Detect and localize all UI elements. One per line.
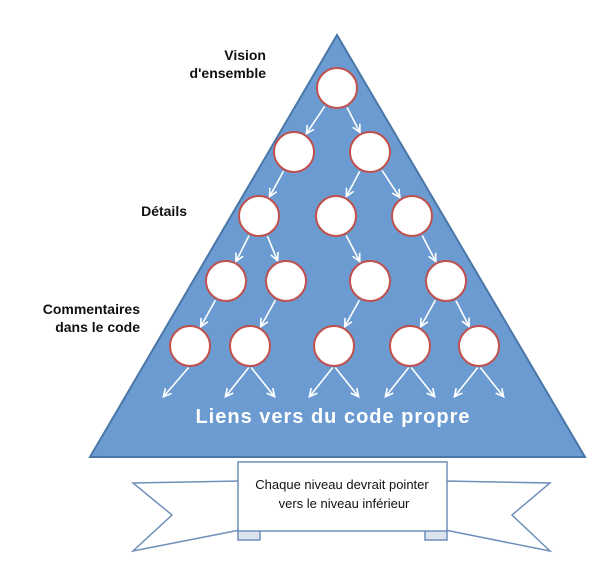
tree-node-1 xyxy=(273,131,315,173)
banner-ribbon xyxy=(130,461,553,553)
tree-node-7 xyxy=(265,260,307,302)
banner-text-line2: vers le niveau inférieur xyxy=(279,496,410,511)
tree-node-5 xyxy=(391,195,433,237)
tree-arrow-10 xyxy=(261,299,277,326)
tree-node-14 xyxy=(458,325,500,367)
leaf-arrow-7 xyxy=(455,367,479,396)
leaf-arrow-0 xyxy=(164,366,190,396)
label-middle: Détails xyxy=(141,203,187,219)
tree-node-3 xyxy=(238,195,280,237)
tree-node-6 xyxy=(205,260,247,302)
leaf-arrow-3 xyxy=(310,367,334,396)
label-top-line2: d'ensemble xyxy=(190,65,267,81)
tree-arrow-7 xyxy=(345,235,359,260)
tree-arrow-4 xyxy=(381,169,399,196)
tree-node-10 xyxy=(169,325,211,367)
label-bottom-line1: Commentaires xyxy=(43,301,140,317)
tree-arrow-1 xyxy=(346,107,359,132)
leaf-arrow-8 xyxy=(479,367,503,396)
tree-arrow-2 xyxy=(270,170,285,196)
tree-node-4 xyxy=(315,195,357,237)
leaf-arrow-1 xyxy=(226,367,250,396)
banner-left-tail xyxy=(130,480,241,553)
tree-node-9 xyxy=(425,260,467,302)
tree-node-0 xyxy=(316,67,358,109)
tree-arrow-9 xyxy=(201,299,217,326)
tree-node-12 xyxy=(313,325,355,367)
label-bottom-line2: dans le code xyxy=(55,319,140,335)
tree-arrow-5 xyxy=(236,235,250,261)
tree-arrow-8 xyxy=(421,235,435,260)
leaf-arrow-4 xyxy=(334,367,358,396)
tree-arrow-0 xyxy=(307,105,326,133)
tree-node-11 xyxy=(229,325,271,367)
tree-arrow-3 xyxy=(347,171,361,195)
tree-arrow-11 xyxy=(345,299,361,326)
tree-arrow-6 xyxy=(266,236,277,259)
banner-center xyxy=(237,461,448,532)
tree-nodes xyxy=(169,67,500,367)
base-text: Liens vers du code propre xyxy=(195,406,470,428)
tree-arrow-12 xyxy=(421,299,437,326)
banner-right-tail xyxy=(444,480,553,553)
leaf-arrow-6 xyxy=(410,367,434,396)
tree-arrows xyxy=(164,105,503,396)
banner-text-line1: Chaque niveau devrait pointer xyxy=(255,477,429,492)
leaf-arrow-5 xyxy=(386,367,410,396)
leaf-arrow-2 xyxy=(250,367,274,396)
tree-node-8 xyxy=(349,260,391,302)
tree-arrow-13 xyxy=(455,300,469,326)
label-top-line1: Vision xyxy=(224,47,266,63)
tree-node-13 xyxy=(389,325,431,367)
tree-node-2 xyxy=(349,131,391,173)
